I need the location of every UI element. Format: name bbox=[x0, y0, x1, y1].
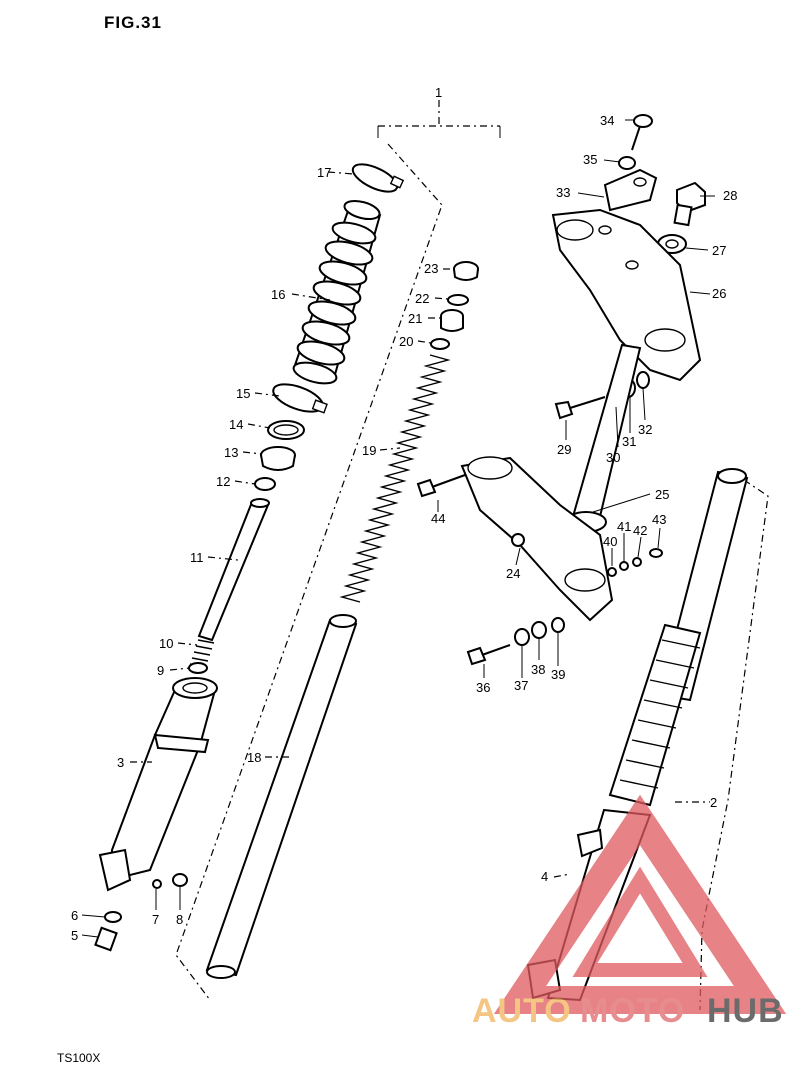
callout-19: 19 bbox=[362, 443, 376, 458]
callout-12: 12 bbox=[216, 474, 230, 489]
bolt-44 bbox=[416, 474, 466, 498]
screw-7 bbox=[152, 879, 162, 889]
callout-10: 10 bbox=[159, 636, 173, 651]
washers-37-39 bbox=[514, 617, 565, 646]
watermark-logo bbox=[493, 794, 787, 1014]
callout-2: 2 bbox=[710, 795, 717, 810]
steering-parts bbox=[416, 114, 706, 666]
callout-18: 18 bbox=[247, 750, 261, 765]
clamp-15 bbox=[272, 383, 328, 414]
callout-21: 21 bbox=[408, 311, 422, 326]
watermark-text-auto: AUTO bbox=[472, 992, 572, 1030]
outer-tube-3 bbox=[98, 677, 218, 892]
callout-6: 6 bbox=[71, 908, 78, 923]
right-fork-outline bbox=[699, 479, 769, 1011]
callout-30: 30 bbox=[606, 450, 620, 465]
nut-35 bbox=[618, 156, 636, 170]
callout-24: 24 bbox=[506, 566, 520, 581]
callout-5: 5 bbox=[71, 928, 78, 943]
callout-43: 43 bbox=[652, 512, 666, 527]
spring-19 bbox=[339, 354, 451, 603]
spacer-21 bbox=[440, 309, 464, 332]
left-fork-outline bbox=[175, 143, 443, 1001]
ring-22 bbox=[447, 294, 469, 306]
callout-27: 27 bbox=[712, 243, 726, 258]
callout-4: 4 bbox=[541, 869, 548, 884]
callout-41: 41 bbox=[617, 519, 631, 534]
center-parts bbox=[205, 261, 479, 979]
inner-tube-11 bbox=[197, 498, 270, 642]
ring-13 bbox=[260, 446, 296, 471]
assembly-bracket: 1 bbox=[377, 85, 501, 138]
callout-23: 23 bbox=[424, 261, 438, 276]
seal-14 bbox=[267, 420, 305, 440]
washer-20 bbox=[430, 338, 450, 350]
bolt-34 bbox=[631, 114, 653, 151]
callout-35: 35 bbox=[583, 152, 597, 167]
figure-title: FIG.31 bbox=[104, 13, 162, 32]
tube-18 bbox=[205, 614, 358, 979]
clamp-17 bbox=[351, 163, 405, 193]
screw-8 bbox=[172, 873, 188, 887]
callout-3: 3 bbox=[117, 755, 124, 770]
bolt-29 bbox=[554, 396, 606, 420]
watermark-text-hub: HUB bbox=[707, 992, 784, 1030]
piston-9 bbox=[188, 662, 208, 674]
callout-34: 34 bbox=[600, 113, 614, 128]
leader-lines bbox=[81, 119, 715, 938]
callout-13: 13 bbox=[224, 445, 238, 460]
watermark-text-moto: MOTO bbox=[580, 992, 685, 1030]
callout-42: 42 bbox=[633, 523, 647, 538]
small-parts-40-43 bbox=[607, 548, 663, 577]
callout-29: 29 bbox=[557, 442, 571, 457]
callouts: 2 3 4 5 6 7 8 9 10 11 12 13 14 15 16 17 … bbox=[71, 113, 737, 943]
callout-22: 22 bbox=[415, 291, 429, 306]
callout-25: 25 bbox=[655, 487, 669, 502]
lower-bracket-24 bbox=[460, 456, 614, 622]
gasket-6 bbox=[104, 911, 122, 923]
bolt-28 bbox=[673, 181, 706, 227]
callout-9: 9 bbox=[157, 663, 164, 678]
boot-16 bbox=[292, 199, 382, 385]
callout-32: 32 bbox=[638, 422, 652, 437]
callout-8: 8 bbox=[176, 912, 183, 927]
upper-bracket-26 bbox=[551, 208, 702, 382]
clamp-33 bbox=[603, 168, 658, 212]
callout-17: 17 bbox=[317, 165, 331, 180]
model-label: TS100X bbox=[57, 1051, 100, 1065]
callout-40: 40 bbox=[603, 534, 617, 549]
callout-36: 36 bbox=[476, 680, 490, 695]
callout-37: 37 bbox=[514, 678, 528, 693]
callout-15: 15 bbox=[236, 386, 250, 401]
callout-31: 31 bbox=[622, 434, 636, 449]
assembly-label: 1 bbox=[435, 85, 442, 100]
stem-25 bbox=[565, 343, 642, 533]
callout-33: 33 bbox=[556, 185, 570, 200]
bolt-5 bbox=[94, 926, 118, 952]
callout-26: 26 bbox=[712, 286, 726, 301]
callout-16: 16 bbox=[271, 287, 285, 302]
callout-20: 20 bbox=[399, 334, 413, 349]
watermark: AUTO MOTO HUB bbox=[472, 794, 787, 1030]
callout-39: 39 bbox=[551, 667, 565, 682]
callout-44: 44 bbox=[431, 511, 445, 526]
left-fork-parts bbox=[94, 163, 405, 952]
callout-14: 14 bbox=[229, 417, 243, 432]
spring-10 bbox=[189, 639, 215, 668]
callout-11: 11 bbox=[190, 550, 204, 565]
callout-38: 38 bbox=[531, 662, 545, 677]
ring-12 bbox=[254, 477, 276, 491]
washer-27 bbox=[657, 234, 687, 254]
callout-7: 7 bbox=[152, 912, 159, 927]
bolt-36 bbox=[466, 644, 511, 666]
cap-23 bbox=[453, 261, 479, 281]
callout-28: 28 bbox=[723, 188, 737, 203]
